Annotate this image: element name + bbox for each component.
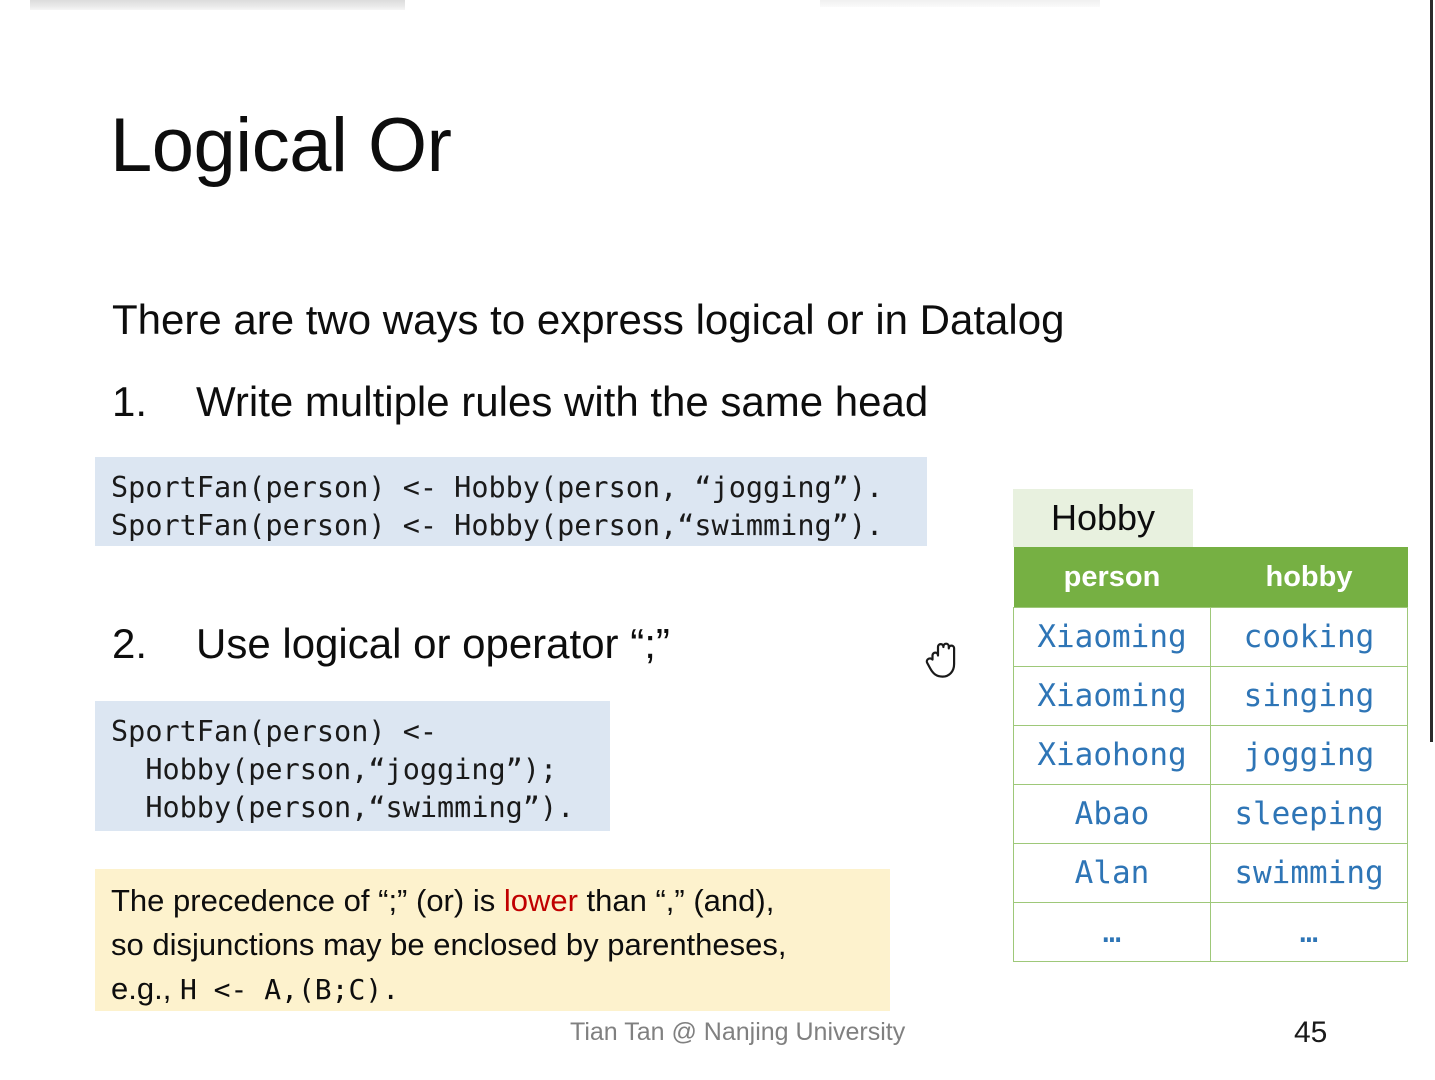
- table-row: Xiaoming singing: [1013, 666, 1408, 726]
- table-row: Alan swimming: [1013, 843, 1408, 903]
- note-line-1-prefix: The precedence of “;” (or) is: [111, 883, 504, 918]
- viewer-top-bar-artifact: [30, 0, 405, 10]
- cell-person: Abao: [1013, 784, 1211, 844]
- table-row: Abao sleeping: [1013, 784, 1408, 844]
- note-highlight-lower: lower: [503, 883, 578, 918]
- page-title: Logical Or: [110, 103, 452, 188]
- cell-person: …: [1013, 902, 1211, 962]
- numbered-item-1-marker: 1.: [112, 378, 148, 425]
- numbered-item-1: 1. Write multiple rules with the same hea…: [112, 378, 928, 426]
- column-header-person: person: [1013, 547, 1211, 608]
- hobby-relation-table: person hobby Xiaoming cooking Xiaoming s…: [1013, 547, 1408, 962]
- precedence-note-line-2: so disjunctions may be enclosed by paren…: [111, 927, 787, 962]
- cell-hobby: cooking: [1210, 607, 1408, 667]
- precedence-note-line-1: The precedence of “;” (or) is lower than…: [111, 879, 876, 923]
- cell-hobby: singing: [1210, 666, 1408, 726]
- table-header-row: person hobby: [1013, 547, 1408, 608]
- table-head: person hobby: [1013, 547, 1408, 608]
- table-row: Xiaoming cooking: [1013, 607, 1408, 667]
- table-caption-tab: Hobby: [1013, 489, 1193, 547]
- cell-hobby: …: [1210, 902, 1408, 962]
- cell-person: Xiaoming: [1013, 666, 1211, 726]
- footer-author: Tian Tan @ Nanjing University: [570, 1018, 906, 1046]
- numbered-item-2-label: Use logical or operator “;”: [196, 620, 670, 667]
- viewer-right-edge-artifact: [1430, 0, 1433, 742]
- cell-hobby: sleeping: [1210, 784, 1408, 844]
- note-line-3-prefix: e.g.,: [111, 971, 180, 1006]
- numbered-item-2-marker: 2.: [112, 620, 148, 667]
- cell-person: Alan: [1013, 843, 1211, 903]
- footer-page-number: 45: [1294, 1016, 1328, 1049]
- table-row: … …: [1013, 902, 1408, 962]
- cell-person: Xiaohong: [1013, 725, 1211, 785]
- table-body: Xiaoming cooking Xiaoming singing Xiaoho…: [1013, 607, 1408, 962]
- lead-sentence: There are two ways to express logical or…: [112, 296, 1065, 343]
- cell-hobby: jogging: [1210, 725, 1408, 785]
- numbered-item-1-label: Write multiple rules with the same head: [196, 378, 929, 425]
- numbered-item-2: 2. Use logical or operator “;”: [112, 620, 670, 668]
- column-header-hobby: hobby: [1210, 547, 1408, 608]
- note-line-1-suffix: than “,” (and),: [577, 883, 775, 918]
- table-row: Xiaohong jogging: [1013, 725, 1408, 785]
- precedence-note-line-3: e.g., H <- A,(B;C).: [111, 967, 876, 1012]
- note-line-3-code: H <- A,(B;C).: [179, 973, 400, 1006]
- code-block-multiple-rules: SportFan(person) <- Hobby(person, “joggi…: [95, 457, 927, 546]
- precedence-note-box: The precedence of “;” (or) is lower than…: [95, 869, 890, 1011]
- cell-person: Xiaoming: [1013, 607, 1211, 667]
- cell-hobby: swimming: [1210, 843, 1408, 903]
- code-block-or-operator: SportFan(person) <- Hobby(person,“joggin…: [95, 701, 610, 831]
- grab-hand-cursor-icon: [925, 642, 956, 678]
- viewer-top-bar-artifact-secondary: [820, 0, 1100, 7]
